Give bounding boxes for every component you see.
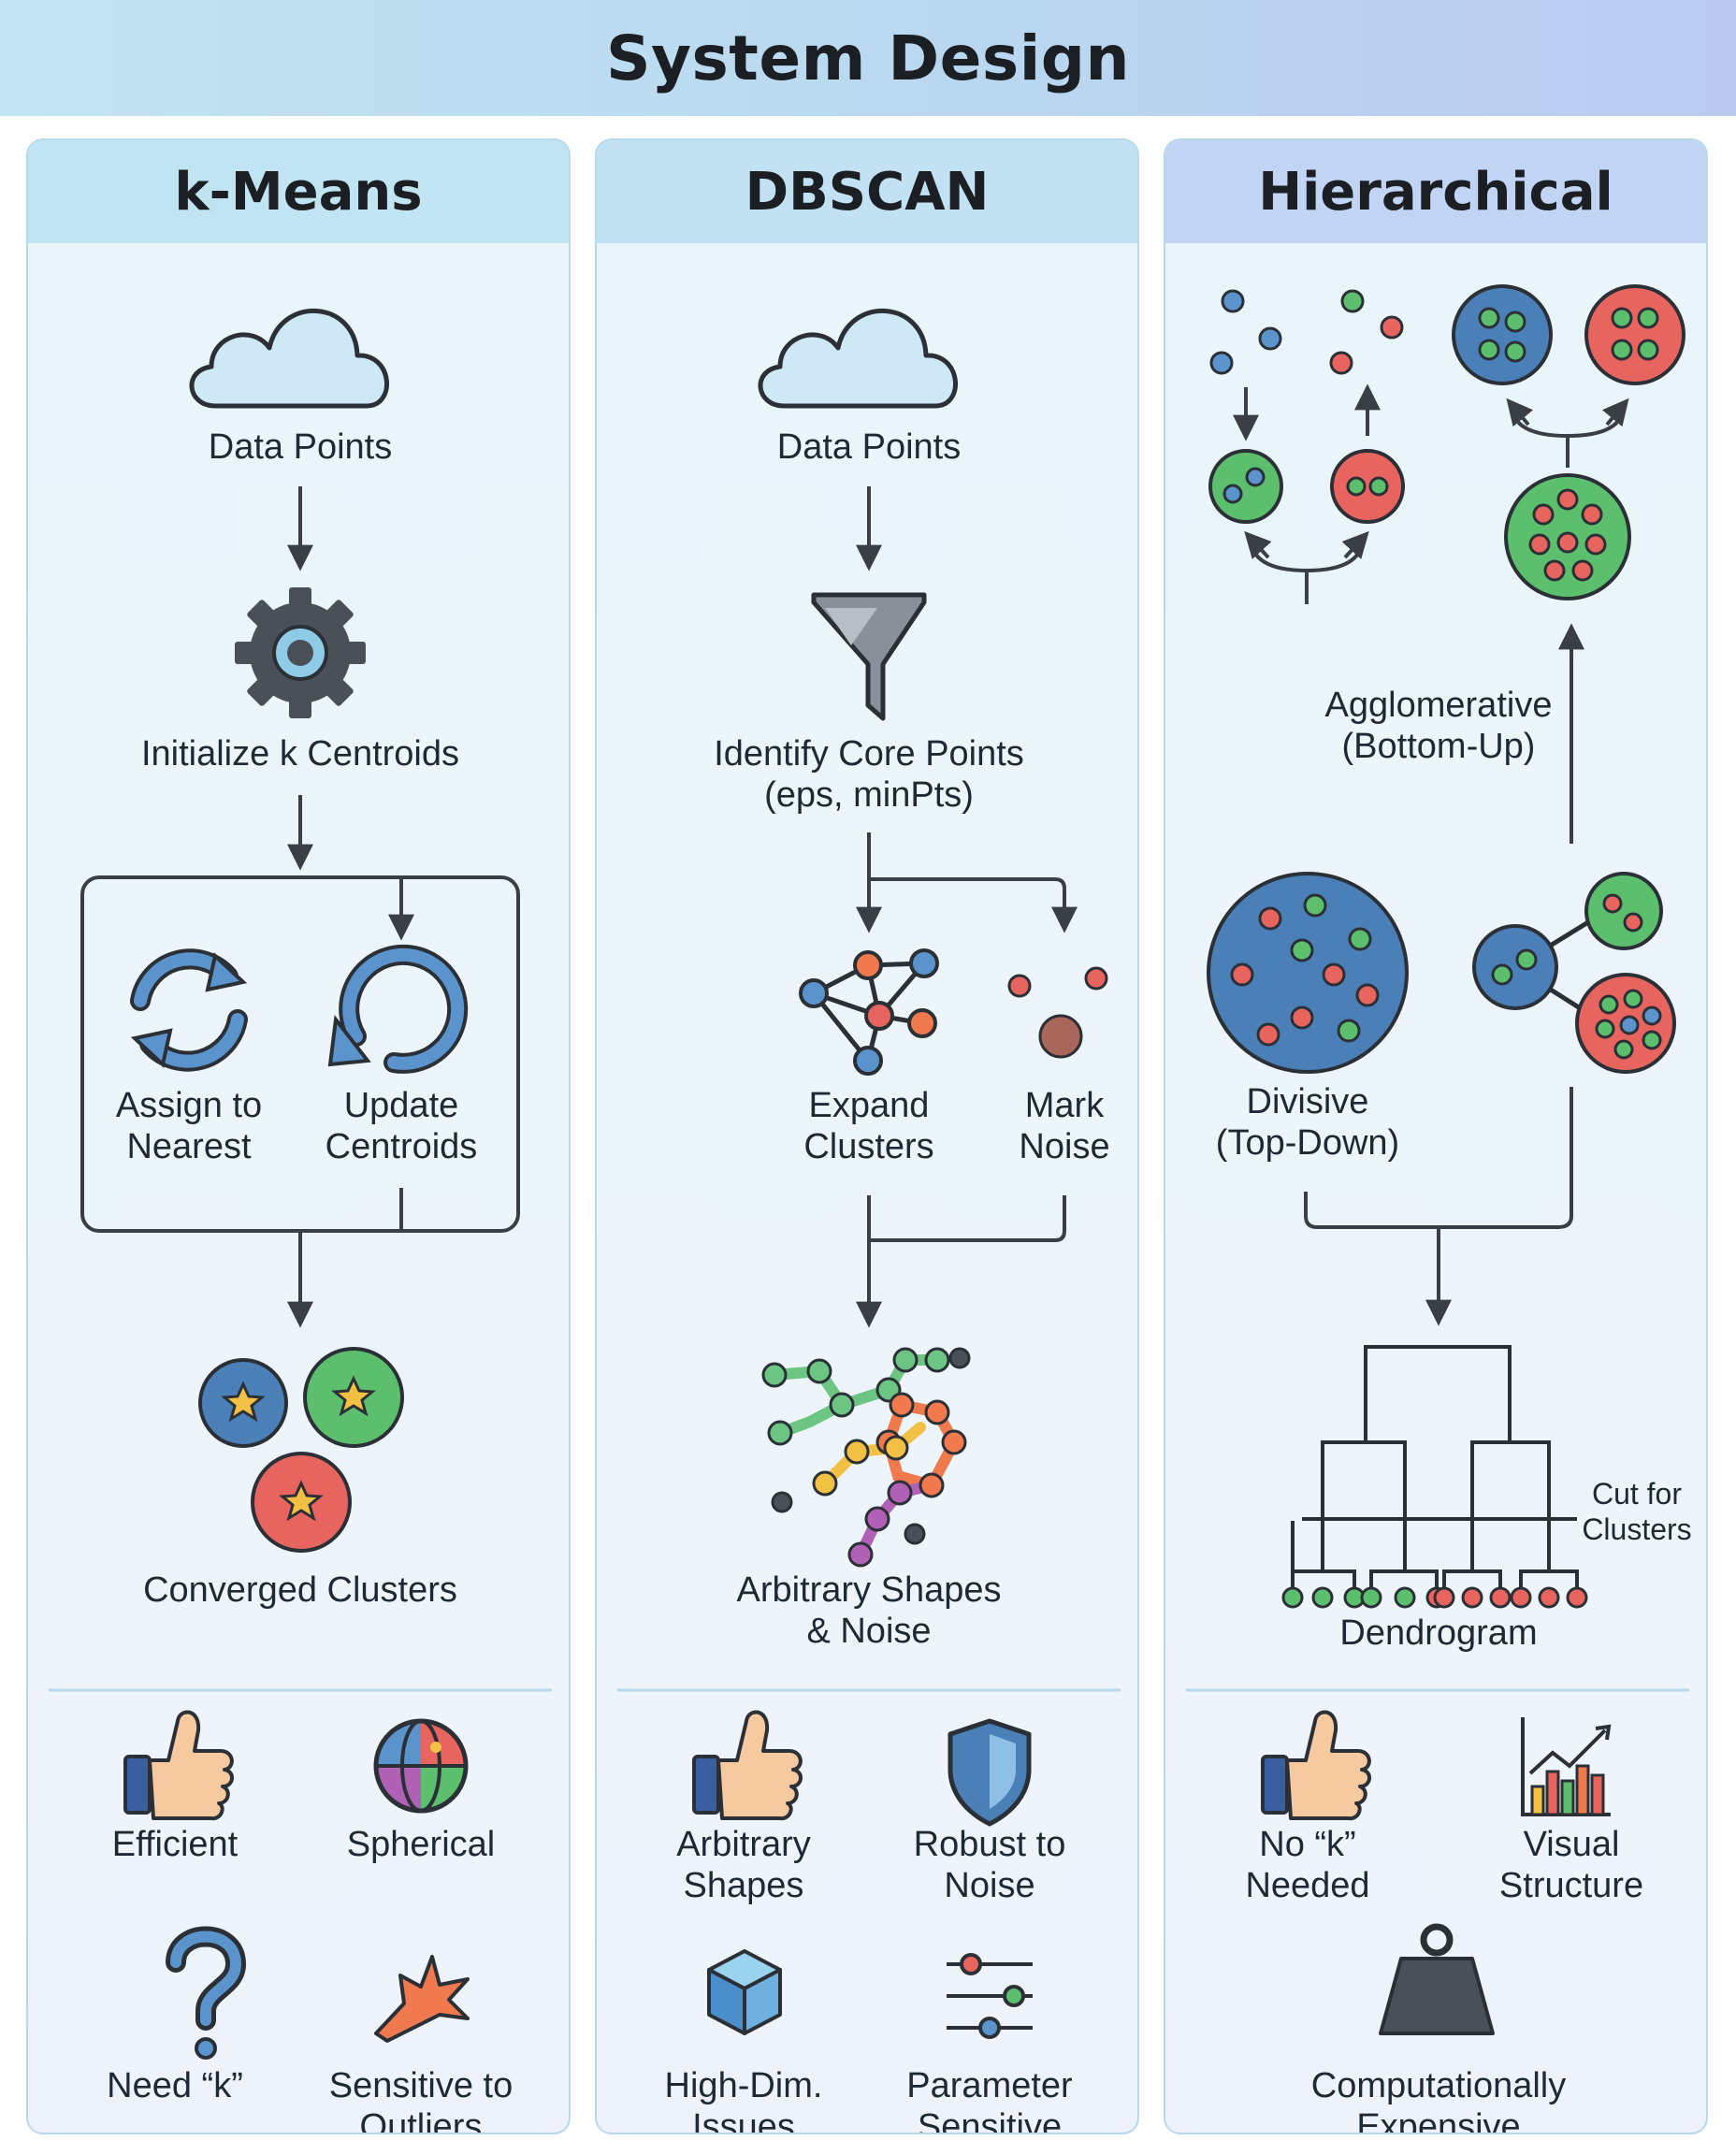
divisive-label: Divisive(Top-Down)	[1215, 1082, 1400, 1163]
connector-line	[1249, 536, 1365, 604]
arrow	[1506, 398, 1534, 427]
shield-icon	[948, 1718, 1032, 1827]
arrow	[869, 877, 1078, 933]
big-cluster-icon	[1207, 872, 1409, 1074]
rotate-icon	[327, 944, 469, 1074]
page-title: System Design	[605, 22, 1131, 94]
hierarchical-title: Hierarchical	[1165, 140, 1706, 243]
burst-icon	[374, 1955, 470, 2043]
question-mark-icon	[166, 1926, 247, 2060]
dbscan-title: DBSCAN	[597, 140, 1137, 243]
gear-icon	[235, 587, 366, 718]
cloud-icon	[189, 308, 389, 409]
dbscan-flow	[617, 308, 1121, 2039]
bar-chart-icon	[1521, 1717, 1612, 1816]
thumbs-up-icon	[692, 1710, 803, 1821]
sliders-icon	[947, 1953, 1033, 2039]
hierarchical-column: Hierarchical	[1164, 138, 1708, 2134]
noise-points-icon	[1007, 966, 1108, 1059]
small-clusters-icon	[1208, 449, 1405, 524]
title-banner: System Design	[0, 0, 1736, 116]
arrow	[1244, 530, 1272, 559]
kmeans-title: k-Means	[28, 140, 569, 243]
agglomerative-label: Agglomerative(Bottom-Up)	[1324, 686, 1553, 766]
dbscan-data-points-label: Data Points	[776, 427, 962, 467]
arrow	[1601, 398, 1629, 427]
dendrogram-icon	[1291, 1345, 1579, 1599]
kmeans-init-label: Initialize k Centroids	[140, 734, 460, 774]
kmeans-converged-label: Converged Clusters	[143, 1570, 457, 1610]
kmeans-flow	[49, 308, 552, 2060]
connector-line	[1510, 403, 1626, 468]
converged-clusters-icon	[198, 1347, 404, 1553]
arbitrary-shapes-icon	[761, 1347, 971, 1568]
cloud-icon	[758, 308, 958, 409]
weight-icon	[1379, 1923, 1495, 2035]
kmeans-pro-efficient: Efficient	[111, 1825, 239, 1864]
dbscan-identify-label: Identify Core Points(eps, minPts)	[714, 734, 1024, 815]
globe-icon	[373, 1718, 469, 1814]
dbscan-result-label: Arbitrary Shapes& Noise	[736, 1570, 1002, 1651]
cube-icon	[707, 1949, 782, 2035]
kmeans-con-need-k: Need “k”	[107, 2066, 243, 2105]
funnel-icon	[811, 592, 927, 721]
merged-clusters-icon	[1452, 284, 1685, 600]
kmeans-con-spherical: Spherical	[346, 1825, 496, 1864]
dbscan-column: DBSCAN	[595, 138, 1139, 2134]
scattered-points-icon	[1209, 289, 1404, 375]
kmeans-data-points-label: Data Points	[208, 427, 393, 467]
hier-pro-no-k: No “k”Needed	[1245, 1825, 1370, 1905]
hierarchical-flow	[1186, 284, 1689, 2035]
dbscan-con-highdim: High-Dim.Issues	[664, 2066, 823, 2134]
dendrogram-label: Dendrogram	[1339, 1613, 1538, 1653]
refresh-icon	[130, 948, 248, 1072]
kmeans-column: k-Means	[26, 138, 571, 2134]
leaf-nodes-icon	[1281, 1586, 1588, 1609]
arrow	[1341, 530, 1369, 559]
network-icon	[799, 948, 939, 1076]
split-clusters-icon	[1472, 872, 1676, 1074]
thumbs-up-icon	[1261, 1710, 1371, 1821]
connector-line	[869, 1195, 1066, 1242]
thumbs-up-icon	[123, 1710, 234, 1821]
